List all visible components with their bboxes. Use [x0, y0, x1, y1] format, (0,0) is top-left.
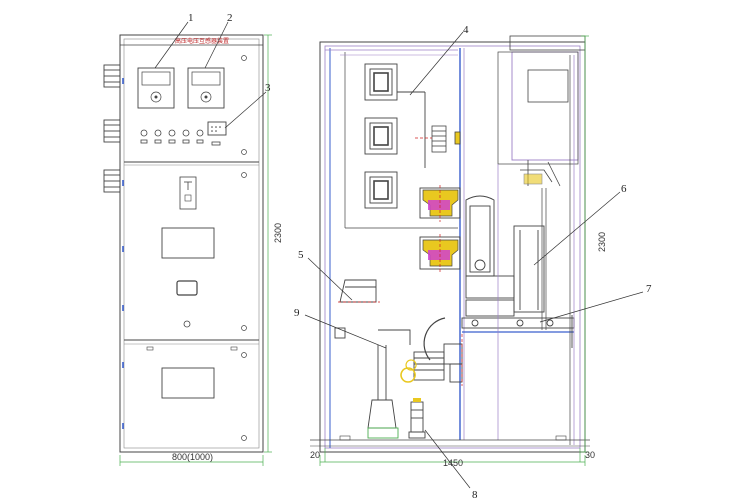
- callout-2: 2: [227, 12, 233, 24]
- cable-support-bracket: [334, 279, 411, 345]
- voltage-transformers: [364, 63, 426, 209]
- protection-relay-2: [187, 67, 225, 109]
- viewing-window-1: [161, 227, 215, 259]
- panel-label: 高压电压互感器装置: [175, 37, 229, 45]
- side-height-dimension: 2300: [597, 232, 607, 252]
- upper-contact-box: [419, 185, 461, 222]
- callout-4: 4: [463, 24, 469, 36]
- front-dimension-lines: [119, 34, 272, 466]
- surge-arrester: [408, 398, 426, 439]
- callout-6: 6: [621, 183, 627, 195]
- cable-termination: [367, 345, 399, 439]
- lv-compartment: [509, 35, 586, 51]
- indicator-buttons: [140, 129, 221, 146]
- front-height-dimension: 2300: [273, 223, 283, 243]
- callout-8: 8: [472, 489, 478, 501]
- left-offset-dimension: 20: [310, 450, 320, 460]
- viewing-window-2: [161, 367, 215, 399]
- callout-7: 7: [646, 283, 652, 295]
- mechanical-indicator: [179, 176, 197, 210]
- terminal-block: [207, 121, 227, 136]
- door-handle: [176, 280, 198, 296]
- front-view: 高压电压互感器装置: [103, 12, 283, 466]
- callout-5: 5: [298, 249, 304, 261]
- earthing-switch-rail: [461, 315, 575, 348]
- right-offset-dimension: 30: [585, 450, 595, 460]
- circuit-breaker-truck: [465, 195, 545, 317]
- callout-9: 9: [294, 307, 300, 319]
- front-cabinet-inner: [123, 38, 260, 449]
- protection-relay-1: [137, 67, 175, 109]
- lower-contact-box: [419, 234, 461, 272]
- side-view: 2300 1450 20 30 4 5 6 7 8 9: [294, 24, 652, 501]
- cable-glands: [103, 64, 121, 193]
- lv-equipment-box: [527, 69, 569, 103]
- callout-3: 3: [265, 82, 271, 94]
- side-dimension-lines: [319, 35, 589, 466]
- side-width-dimension: 1450: [443, 458, 463, 468]
- front-cabinet-outline: [119, 34, 264, 453]
- current-transformer: [413, 317, 463, 386]
- callout-1: 1: [188, 12, 194, 24]
- front-width-dimension: 800(1000): [172, 452, 213, 462]
- wall-bushing: [431, 125, 461, 153]
